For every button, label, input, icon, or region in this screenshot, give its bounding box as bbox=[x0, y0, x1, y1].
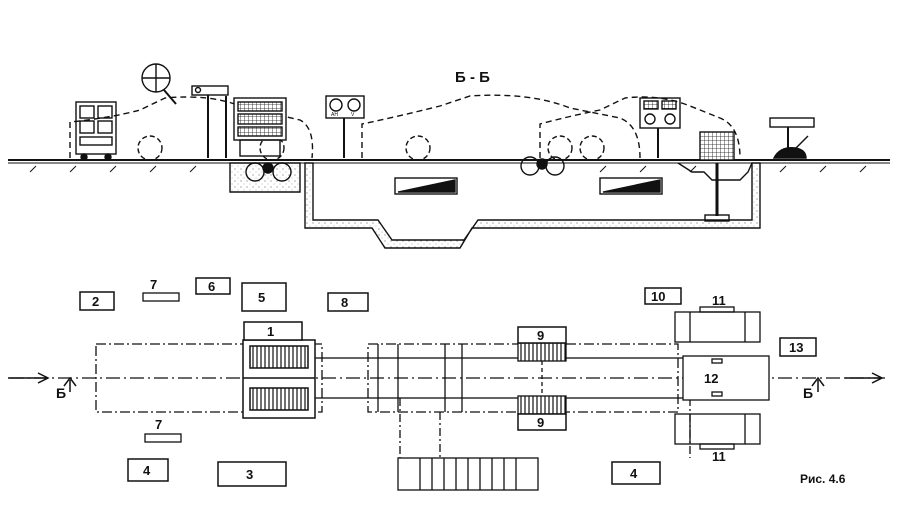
pit-lamp-1 bbox=[394, 177, 458, 195]
plan-view bbox=[8, 292, 885, 491]
entry-arrow bbox=[8, 372, 50, 384]
car-left-wheel-front bbox=[137, 135, 163, 161]
label-9-bottom: 9 bbox=[537, 415, 544, 430]
label-numbers: 2 7 6 5 8 1 10 11 9 9 12 13 7 4 3 4 11 bbox=[92, 277, 803, 482]
box-7-top bbox=[142, 292, 180, 302]
zone-pit bbox=[367, 343, 679, 413]
label-10: 10 bbox=[651, 289, 665, 304]
car-middle bbox=[361, 94, 641, 159]
staircase-treads bbox=[419, 458, 517, 490]
wheel-block-bottom bbox=[674, 413, 761, 450]
front-stand-pit bbox=[229, 162, 301, 193]
label-4-right: 4 bbox=[630, 466, 638, 481]
slip-plate-top bbox=[517, 342, 567, 362]
figure-caption: Рис. 4.6 bbox=[800, 472, 846, 486]
label-11-top: 11 bbox=[712, 293, 726, 308]
label-7-top: 7 bbox=[150, 277, 157, 292]
pit-lamp-2 bbox=[599, 177, 663, 195]
label-12: 12 bbox=[704, 371, 718, 386]
exit-arrow bbox=[845, 372, 884, 384]
grid-panel bbox=[699, 131, 735, 161]
section-mark-left-letter: Б bbox=[56, 385, 66, 401]
gauge-stand bbox=[325, 95, 365, 158]
pit-lamp-2-glow bbox=[602, 179, 661, 193]
label-2: 2 bbox=[92, 294, 99, 309]
label-4-left: 4 bbox=[143, 463, 151, 478]
signboard-post bbox=[769, 117, 815, 159]
brake-roller-stand bbox=[242, 339, 316, 419]
slip-plate-bottom bbox=[517, 395, 567, 415]
lift-platform bbox=[682, 355, 770, 401]
section-title: Б - Б bbox=[455, 69, 490, 86]
brake-stand-console bbox=[225, 96, 287, 158]
ground-hatch bbox=[29, 165, 867, 173]
roller-stand-middle bbox=[520, 156, 565, 176]
diagnostic-console bbox=[75, 101, 117, 161]
label-1: 1 bbox=[267, 324, 274, 339]
label-11-bottom: 11 bbox=[712, 449, 726, 464]
section-mark-right-letter: Б bbox=[803, 385, 813, 401]
car-right-wheel-front bbox=[579, 135, 605, 161]
gauge-letter-2: V bbox=[351, 112, 355, 118]
inspection-pit bbox=[304, 162, 761, 249]
car-middle-wheel-front bbox=[405, 135, 431, 161]
lift-pad-top bbox=[711, 358, 723, 364]
label-9-top: 9 bbox=[537, 328, 544, 343]
box-7-bottom bbox=[144, 433, 182, 443]
label-5: 5 bbox=[258, 290, 265, 305]
label-boxes bbox=[79, 277, 817, 487]
wheel-block-top bbox=[674, 306, 761, 343]
label-13: 13 bbox=[789, 340, 803, 355]
lift-pad-bottom bbox=[711, 391, 723, 397]
roller-stand-front bbox=[245, 162, 292, 182]
section-mark-left bbox=[63, 376, 77, 392]
section-mark-right bbox=[811, 376, 825, 392]
indicator-pole bbox=[191, 85, 229, 158]
pit-steps bbox=[677, 162, 753, 181]
label-3: 3 bbox=[246, 467, 253, 482]
gauge-letter-1: АН bbox=[331, 112, 338, 118]
label-8: 8 bbox=[341, 295, 348, 310]
section-view: Б - Б bbox=[8, 63, 890, 249]
zone-front bbox=[95, 343, 323, 413]
lift-base bbox=[704, 214, 730, 222]
label-6: 6 bbox=[208, 279, 215, 294]
gas-analyzer-panel bbox=[639, 97, 681, 158]
headlight-tester bbox=[141, 63, 177, 105]
pit-lamp-1-glow bbox=[397, 179, 456, 193]
car-middle-wheel-rear bbox=[547, 135, 573, 161]
label-7-bottom: 7 bbox=[155, 417, 162, 432]
